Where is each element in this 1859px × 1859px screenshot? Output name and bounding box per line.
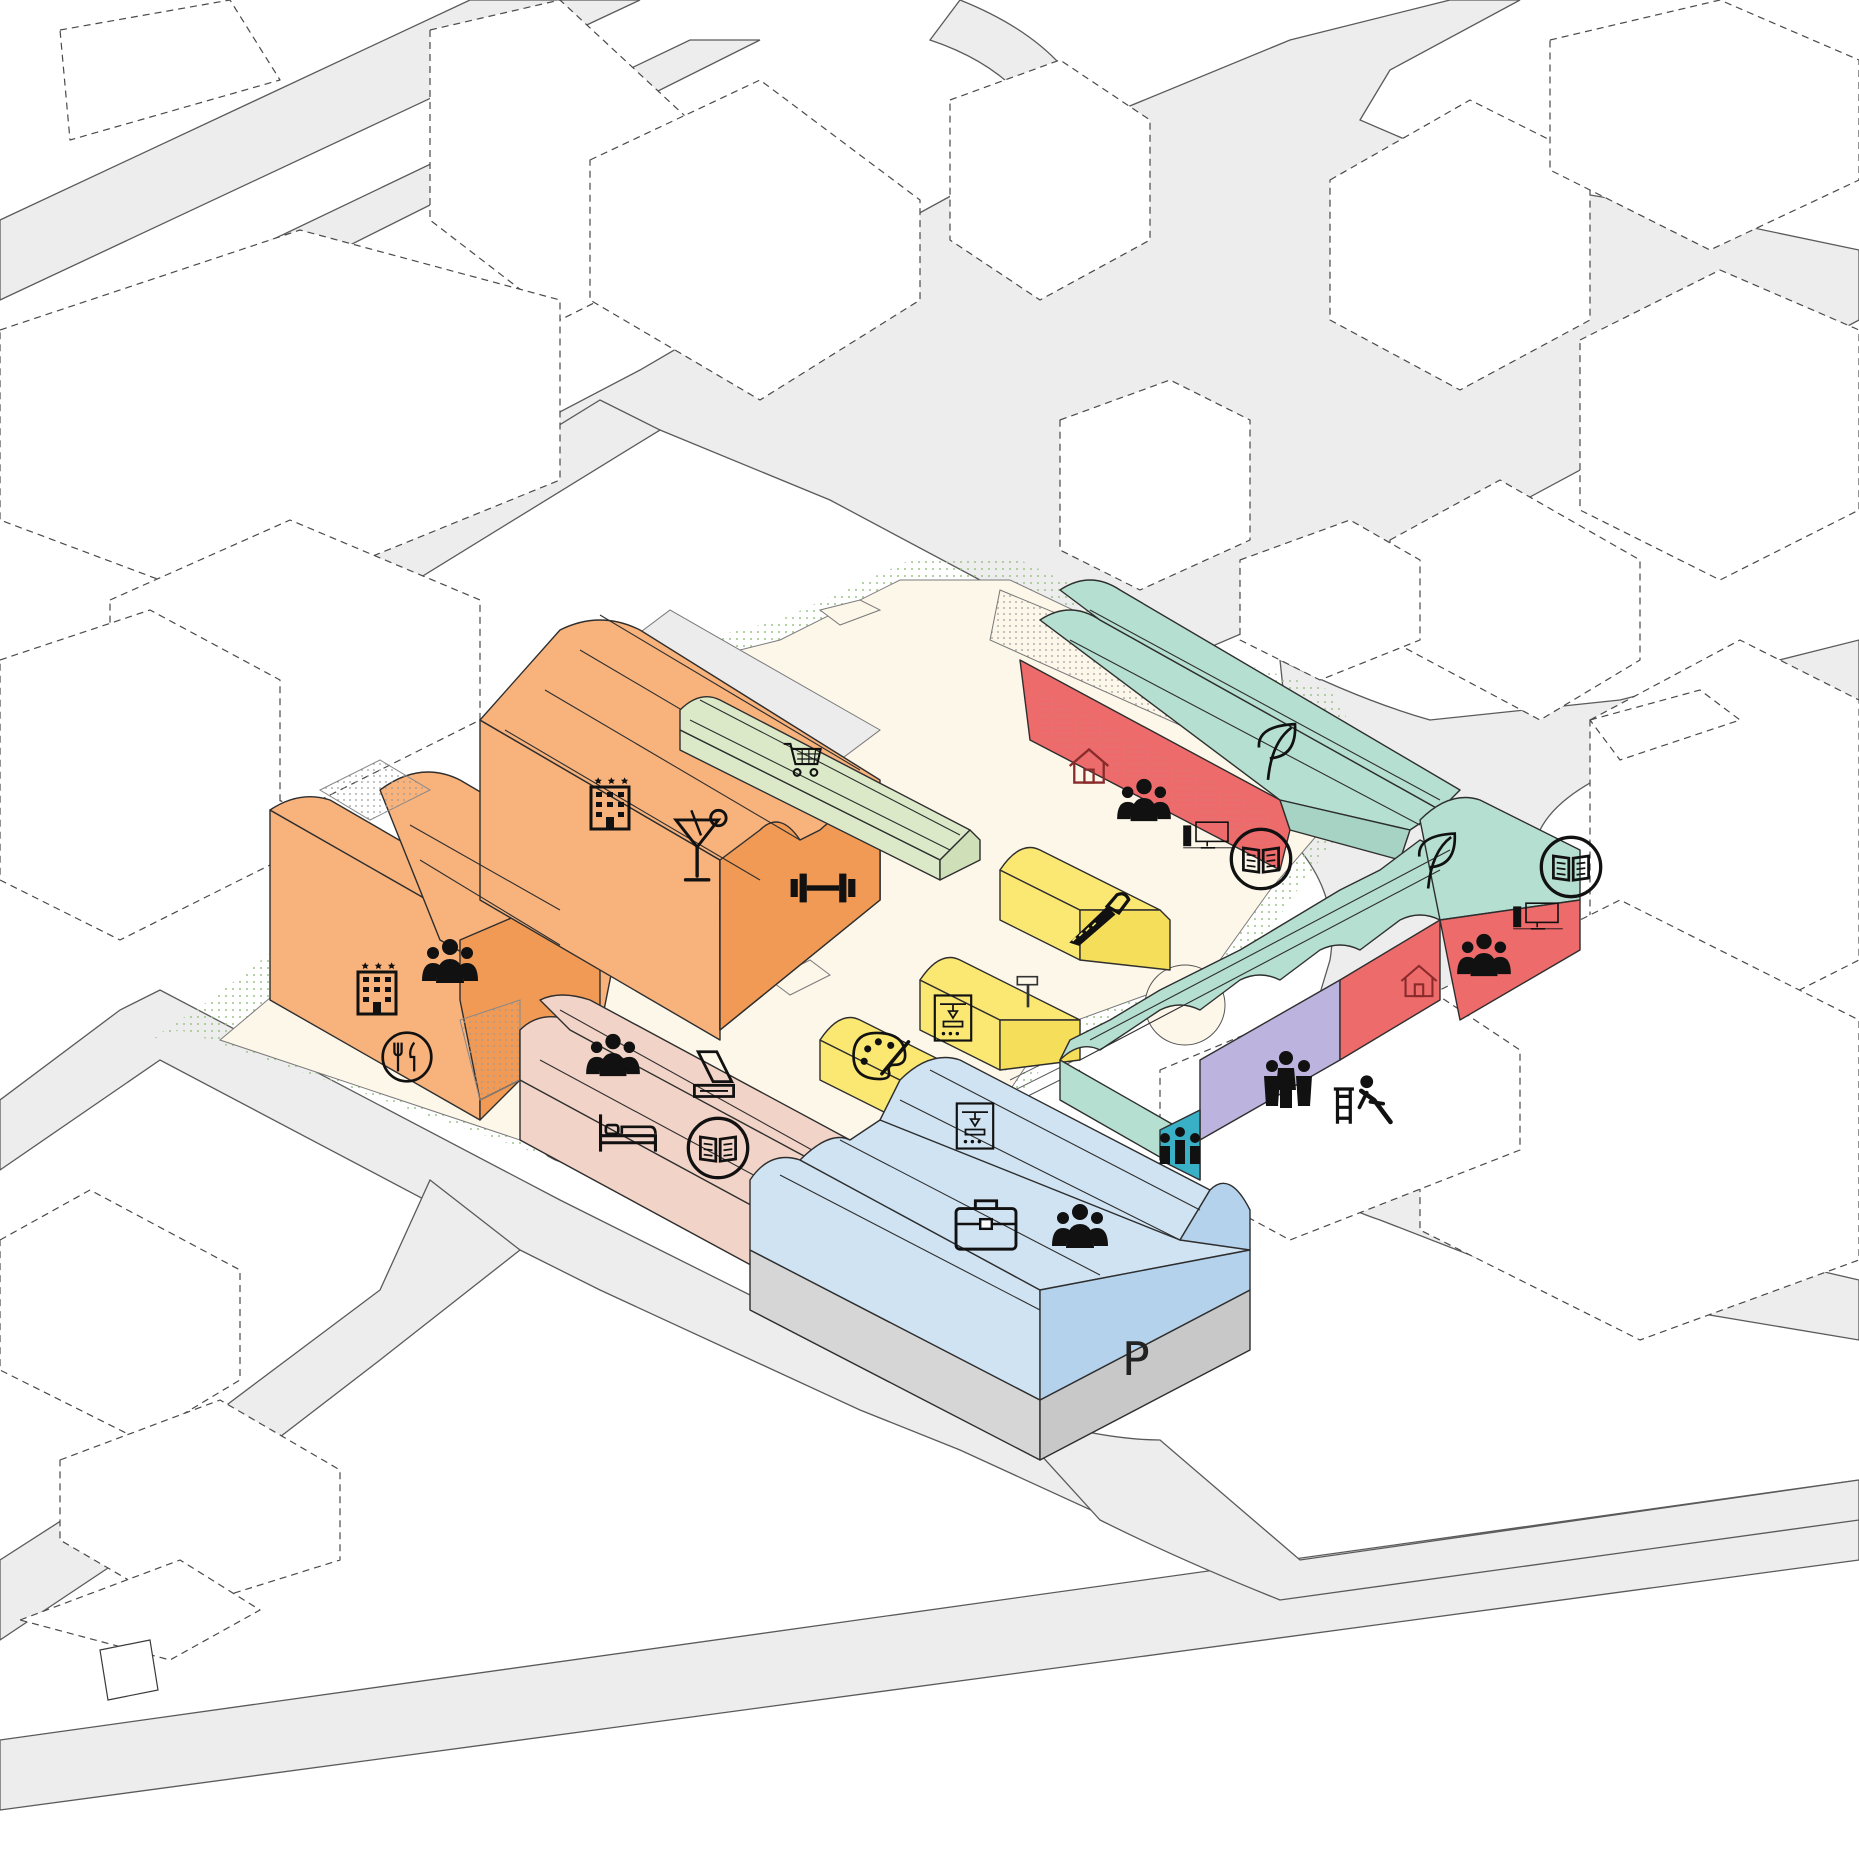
parking-icon: P (1122, 1332, 1150, 1386)
building-teal-red-north (1019, 579, 1461, 871)
program-icons: P (356, 722, 1603, 1386)
building-green-market (679, 696, 981, 881)
building-teal-east-community (1059, 796, 1581, 1181)
context-buildings (0, 0, 1859, 1701)
